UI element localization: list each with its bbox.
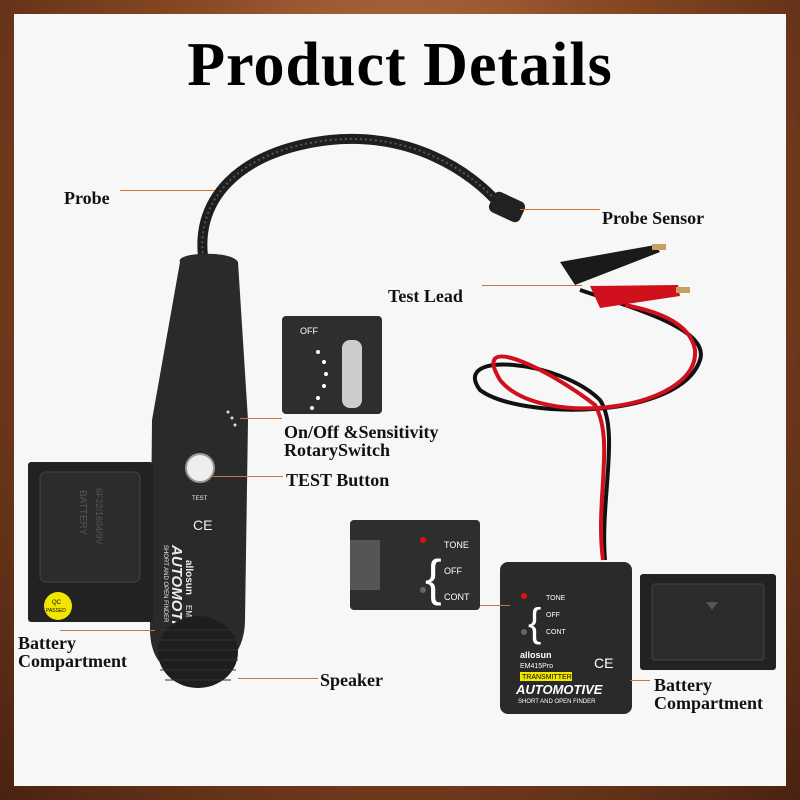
- label-test-lead: Test Lead: [388, 286, 463, 306]
- battery-right-leader: [630, 680, 650, 681]
- label-rotary-line1: On/Off &Sensitivity: [284, 422, 439, 442]
- test-text: TEST: [192, 496, 208, 502]
- rotary-dots: [226, 410, 237, 427]
- mode-slider: [350, 540, 380, 590]
- tx-tag-bg: [520, 672, 572, 681]
- tx-tone-text: TONE: [546, 595, 566, 602]
- mode-switch-inset: [350, 520, 480, 610]
- rotary-leader: [240, 418, 282, 419]
- page-title: Product Details: [187, 31, 613, 99]
- tx-ce: CE: [594, 655, 613, 671]
- battery-arrow-icon: [706, 602, 718, 610]
- tx-model: EM415Pro: [520, 663, 553, 670]
- cont-led: [420, 587, 426, 593]
- speaker-grille: [158, 616, 238, 688]
- inset-off-mode-text: OFF: [444, 566, 462, 576]
- tx-off-text: OFF: [546, 612, 560, 619]
- test-button-leader: [213, 476, 283, 477]
- red-clip-tip: [676, 287, 690, 293]
- red-lead: [491, 303, 698, 561]
- rotary-switch-inset: [282, 316, 382, 414]
- label-battery-left-line2: Compartment: [18, 651, 127, 671]
- tx-tag: TRANSMITTER: [522, 674, 572, 681]
- label-battery-right-line2: Compartment: [654, 693, 763, 713]
- battery-spec-text: 6F22/1604/9V: [94, 488, 104, 545]
- label-probe-sensor: Probe Sensor: [602, 208, 705, 228]
- speaker-leader: [238, 678, 318, 679]
- right-battery-cover: [651, 583, 765, 661]
- label-test-button: TEST Button: [286, 470, 390, 490]
- mode-leader: [480, 605, 510, 606]
- label-battery-right-line1: Battery: [654, 675, 712, 695]
- label-speaker: Speaker: [320, 670, 383, 690]
- passed-text: PASSED: [46, 608, 66, 614]
- tx-automotive: AUTOMOTIVE: [515, 682, 603, 697]
- test-button: [185, 453, 215, 483]
- battery-left-leader: [60, 630, 155, 631]
- tx-cont-text: CONT: [546, 629, 567, 636]
- qc-sticker: [44, 592, 72, 620]
- transmitter-cont-led: [521, 629, 527, 635]
- label-probe: Probe: [64, 188, 110, 208]
- gooseneck-texture: [201, 137, 501, 269]
- inset-tone-text: TONE: [444, 540, 469, 550]
- inset-off-text: OFF: [300, 326, 318, 336]
- black-clip-tip: [652, 244, 666, 250]
- label-battery-left-line1: Battery: [18, 633, 76, 653]
- tone-led: [420, 537, 426, 543]
- tx-brand: allosun: [520, 650, 552, 660]
- probe-leader: [120, 190, 215, 191]
- red-clip: [590, 285, 680, 308]
- battery-cover-text: BATTERY: [77, 490, 88, 536]
- qc-text: QC: [52, 600, 62, 606]
- inset-sensitivity-dots: [310, 350, 328, 410]
- left-battery-cover: [39, 471, 141, 583]
- ce-mark: CE: [193, 517, 212, 533]
- tx-subtitle: SHORT AND OPEN FINDER: [518, 699, 596, 705]
- receiver-brand: allosun: [183, 560, 194, 595]
- tx-brace: {: [528, 601, 541, 645]
- probe-sensor-tip: [488, 191, 526, 223]
- black-clip: [560, 245, 660, 285]
- probe-sensor-leader: [520, 209, 600, 210]
- rotary-wheel: [342, 340, 362, 408]
- label-rotary-line2: RotarySwitch: [284, 440, 390, 460]
- inset-cont-text: CONT: [444, 592, 470, 602]
- speaker-lines: [158, 629, 238, 681]
- gooseneck-probe: [197, 133, 505, 273]
- test-lead-leader: [482, 285, 582, 286]
- black-lead: [472, 288, 703, 561]
- inset-brace: {: [425, 550, 442, 606]
- receiver-subtitle: SHORT AND OPEN FINDER: [162, 545, 168, 623]
- transmitter-tone-led: [521, 593, 527, 599]
